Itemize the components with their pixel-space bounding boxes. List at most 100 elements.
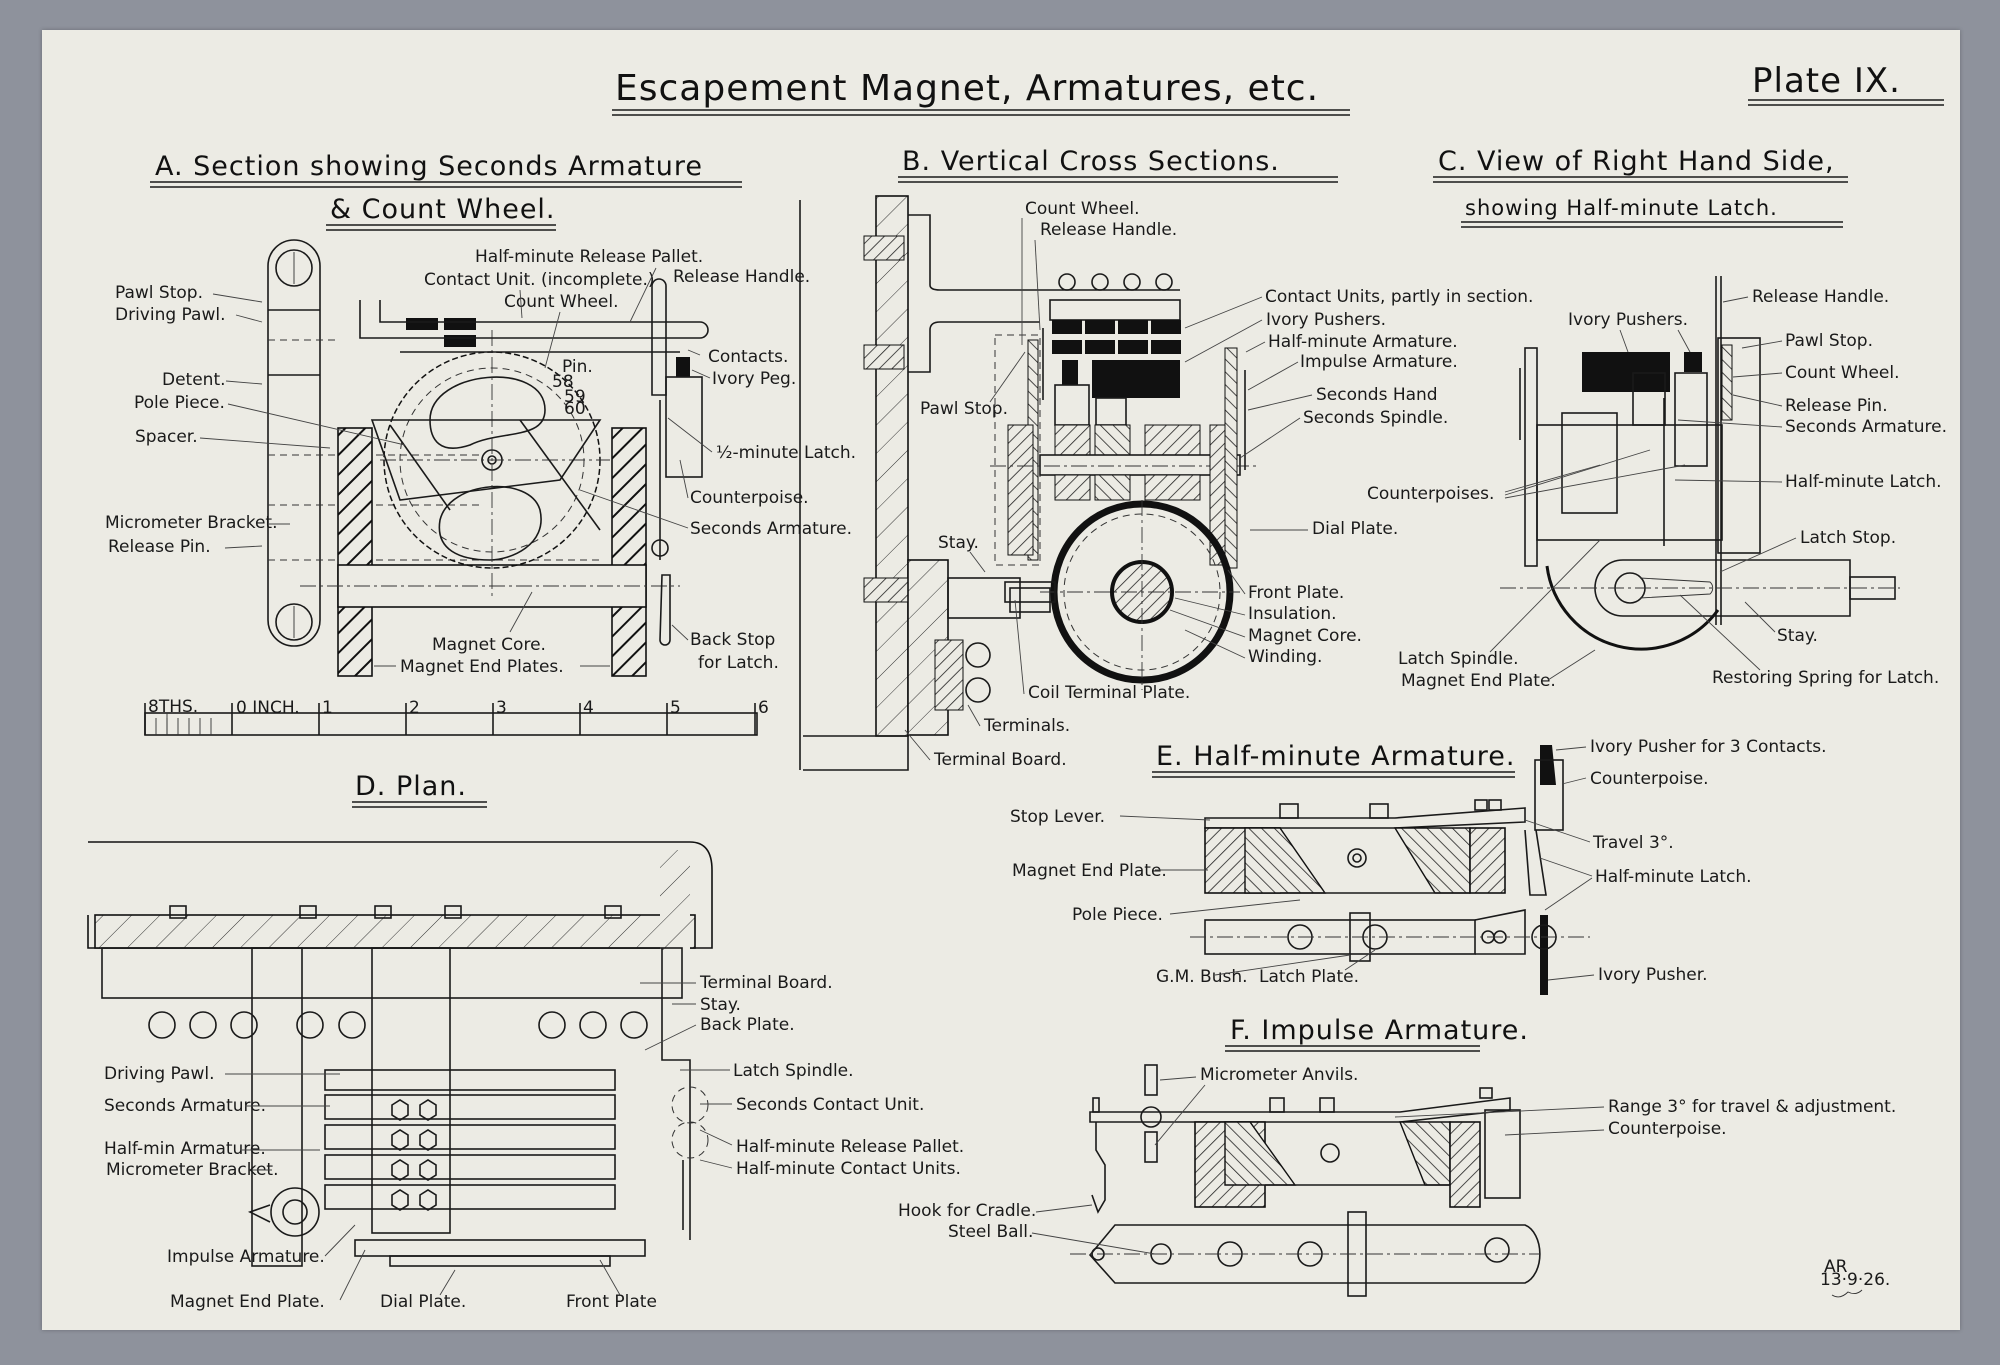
label-ivory-peg: Ivory Peg. <box>712 369 796 389</box>
label-for-latch: for Latch. <box>698 653 779 673</box>
d-label-micrometer-bracket: Micrometer Bracket. <box>106 1160 278 1180</box>
e-label-counterpoise: Counterpoise. <box>1590 769 1709 789</box>
f-label-hook-for-cradle: Hook for Cradle. <box>898 1201 1036 1221</box>
c-label-stay: Stay. <box>1777 626 1818 646</box>
b-label-pawl-stop: Pawl Stop. <box>920 399 1008 419</box>
label-contacts: Contacts. <box>708 347 788 367</box>
tooth-58: 58 <box>552 372 574 392</box>
section-c-subtitle: showing Half-minute Latch. <box>1465 196 1778 220</box>
scale-tick-3: 3 <box>496 698 507 718</box>
b-label-insulation: Insulation. <box>1248 604 1337 624</box>
b-label-winding: Winding. <box>1248 647 1322 667</box>
e-label-ivory-pusher-3: Ivory Pusher for 3 Contacts. <box>1590 737 1827 757</box>
d-label-back-plate: Back Plate. <box>700 1015 795 1035</box>
d-label-latch-spindle: Latch Spindle. <box>733 1061 854 1081</box>
section-c-title: C. View of Right Hand Side, <box>1438 146 1835 177</box>
d-label-terminal-board: Terminal Board. <box>699 973 833 993</box>
section-b-title: B. Vertical Cross Sections. <box>902 146 1280 177</box>
label-detent: Detent. <box>162 370 226 390</box>
inch-scale: 8THS. 0 INCH. 1 2 3 4 5 6 <box>144 697 769 736</box>
e-label-pole-piece: Pole Piece. <box>1072 905 1163 925</box>
b-label-coil-terminal-plate: Coil Terminal Plate. <box>1028 683 1190 703</box>
label-spacer: Spacer. <box>135 427 198 447</box>
section-f: F. Impulse Armature. Micrometer Anvils. … <box>898 1015 1896 1297</box>
e-label-half-minute-latch: Half-minute Latch. <box>1595 867 1752 887</box>
label-back-stop: Back Stop <box>690 630 775 650</box>
label-pole-piece: Pole Piece. <box>134 393 225 413</box>
d-label-dial-plate: Dial Plate. <box>380 1292 466 1312</box>
label-driving-pawl: Driving Pawl. <box>115 305 226 325</box>
label-release-pin: Release Pin. <box>108 537 211 557</box>
label-counterpoise: Counterpoise. <box>690 488 809 508</box>
e-label-travel: Travel 3°. <box>1592 833 1674 853</box>
b-label-magnet-core: Magnet Core. <box>1248 626 1362 646</box>
label-micrometer-bracket: Micrometer Bracket. <box>105 513 277 533</box>
signature: AR 13·9·26. <box>1820 1257 1890 1298</box>
section-f-title: F. Impulse Armature. <box>1230 1015 1529 1046</box>
drawing-plate: Escapement Magnet, Armatures, etc. Plate… <box>42 30 1960 1330</box>
label-pawl-stop: Pawl Stop. <box>115 283 203 303</box>
scale-tick-4: 4 <box>583 698 594 718</box>
c-label-counterpoises: Counterpoises. <box>1367 484 1494 504</box>
scale-tick-6: 6 <box>758 698 769 718</box>
section-a-subtitle: & Count Wheel. <box>330 194 556 225</box>
section-c: C. View of Right Hand Side, showing Half… <box>1367 146 1947 691</box>
label-release-handle: Release Handle. <box>673 267 810 287</box>
scale-eighths-label: 8THS. <box>148 697 198 717</box>
tooth-60: 60 <box>564 399 586 419</box>
e-label-latch-plate: Latch Plate. <box>1259 967 1359 987</box>
d-label-half-minute-contact-units: Half-minute Contact Units. <box>736 1159 961 1179</box>
section-a-title: A. Section showing Seconds Armature <box>155 151 703 182</box>
tooth-59: 59 <box>564 387 586 407</box>
c-label-release-handle: Release Handle. <box>1752 287 1889 307</box>
b-label-ivory-pushers: Ivory Pushers. <box>1266 310 1386 330</box>
section-e: E. Half-minute Armature. Ivory Pusher fo… <box>1010 737 1827 995</box>
b-label-front-plate: Front Plate. <box>1248 583 1344 603</box>
b-label-terminals: Terminals. <box>983 716 1070 736</box>
e-label-ivory-pusher: Ivory Pusher. <box>1598 965 1708 985</box>
d-label-driving-pawl: Driving Pawl. <box>104 1064 215 1084</box>
plate-number: Plate IX. <box>1752 61 1901 101</box>
b-label-release-handle: Release Handle. <box>1040 220 1177 240</box>
label-magnet-core: Magnet Core. <box>432 635 546 655</box>
c-label-count-wheel: Count Wheel. <box>1785 363 1900 383</box>
scale-tick-5: 5 <box>670 698 681 718</box>
e-label-magnet-end-plate: Magnet End Plate. <box>1012 861 1167 881</box>
b-label-stay: Stay. <box>938 533 979 553</box>
c-label-restoring-spring: Restoring Spring for Latch. <box>1712 668 1939 688</box>
f-label-micrometer-anvils: Micrometer Anvils. <box>1200 1065 1358 1085</box>
label-magnet-end-plates: Magnet End Plates. <box>400 657 564 677</box>
section-d-title: D. Plan. <box>355 771 467 802</box>
b-label-count-wheel: Count Wheel. <box>1025 199 1140 219</box>
label-half-minute-release-pallet: Half-minute Release Pallet. <box>475 247 703 267</box>
d-label-stay: Stay. <box>700 995 741 1015</box>
label-seconds-armature: Seconds Armature. <box>690 519 852 539</box>
c-label-latch-spindle: Latch Spindle. <box>1398 649 1519 669</box>
e-label-gm-bush: G.M. Bush. <box>1156 967 1248 987</box>
label-count-wheel: Count Wheel. <box>504 292 619 312</box>
d-label-half-minute-release-pallet: Half-minute Release Pallet. <box>736 1137 964 1157</box>
b-label-contact-units: Contact Units, partly in section. <box>1265 287 1533 307</box>
scale-zero-label: 0 INCH. <box>236 698 300 718</box>
f-label-counterpoise: Counterpoise. <box>1608 1119 1727 1139</box>
f-label-steel-ball: Steel Ball. <box>948 1222 1033 1242</box>
b-label-seconds-spindle: Seconds Spindle. <box>1303 408 1448 428</box>
c-label-ivory-pushers: Ivory Pushers. <box>1568 310 1688 330</box>
main-title-group: Escapement Magnet, Armatures, etc. <box>612 68 1350 116</box>
d-label-seconds-armature: Seconds Armature. <box>104 1096 266 1116</box>
label-pin: Pin. <box>562 357 593 377</box>
section-e-title: E. Half-minute Armature. <box>1156 741 1516 772</box>
b-label-seconds-hand: Seconds Hand <box>1316 385 1438 405</box>
b-label-impulse-armature: Impulse Armature. <box>1300 352 1458 372</box>
d-label-front-plate: Front Plate <box>566 1292 657 1312</box>
c-label-pawl-stop: Pawl Stop. <box>1785 331 1873 351</box>
section-a: A. Section showing Seconds Armature & Co… <box>105 151 856 736</box>
label-contact-unit: Contact Unit. (incomplete.) <box>424 270 655 290</box>
section-d: D. Plan. <box>87 771 964 1312</box>
c-label-latch-stop: Latch Stop. <box>1800 528 1896 548</box>
c-label-seconds-armature: Seconds Armature. <box>1785 417 1947 437</box>
b-label-dial-plate: Dial Plate. <box>1312 519 1398 539</box>
d-label-seconds-contact-unit: Seconds Contact Unit. <box>736 1095 924 1115</box>
d-label-half-min-armature: Half-min Armature. <box>104 1139 266 1159</box>
b-label-half-minute-armature: Half-minute Armature. <box>1268 332 1458 352</box>
